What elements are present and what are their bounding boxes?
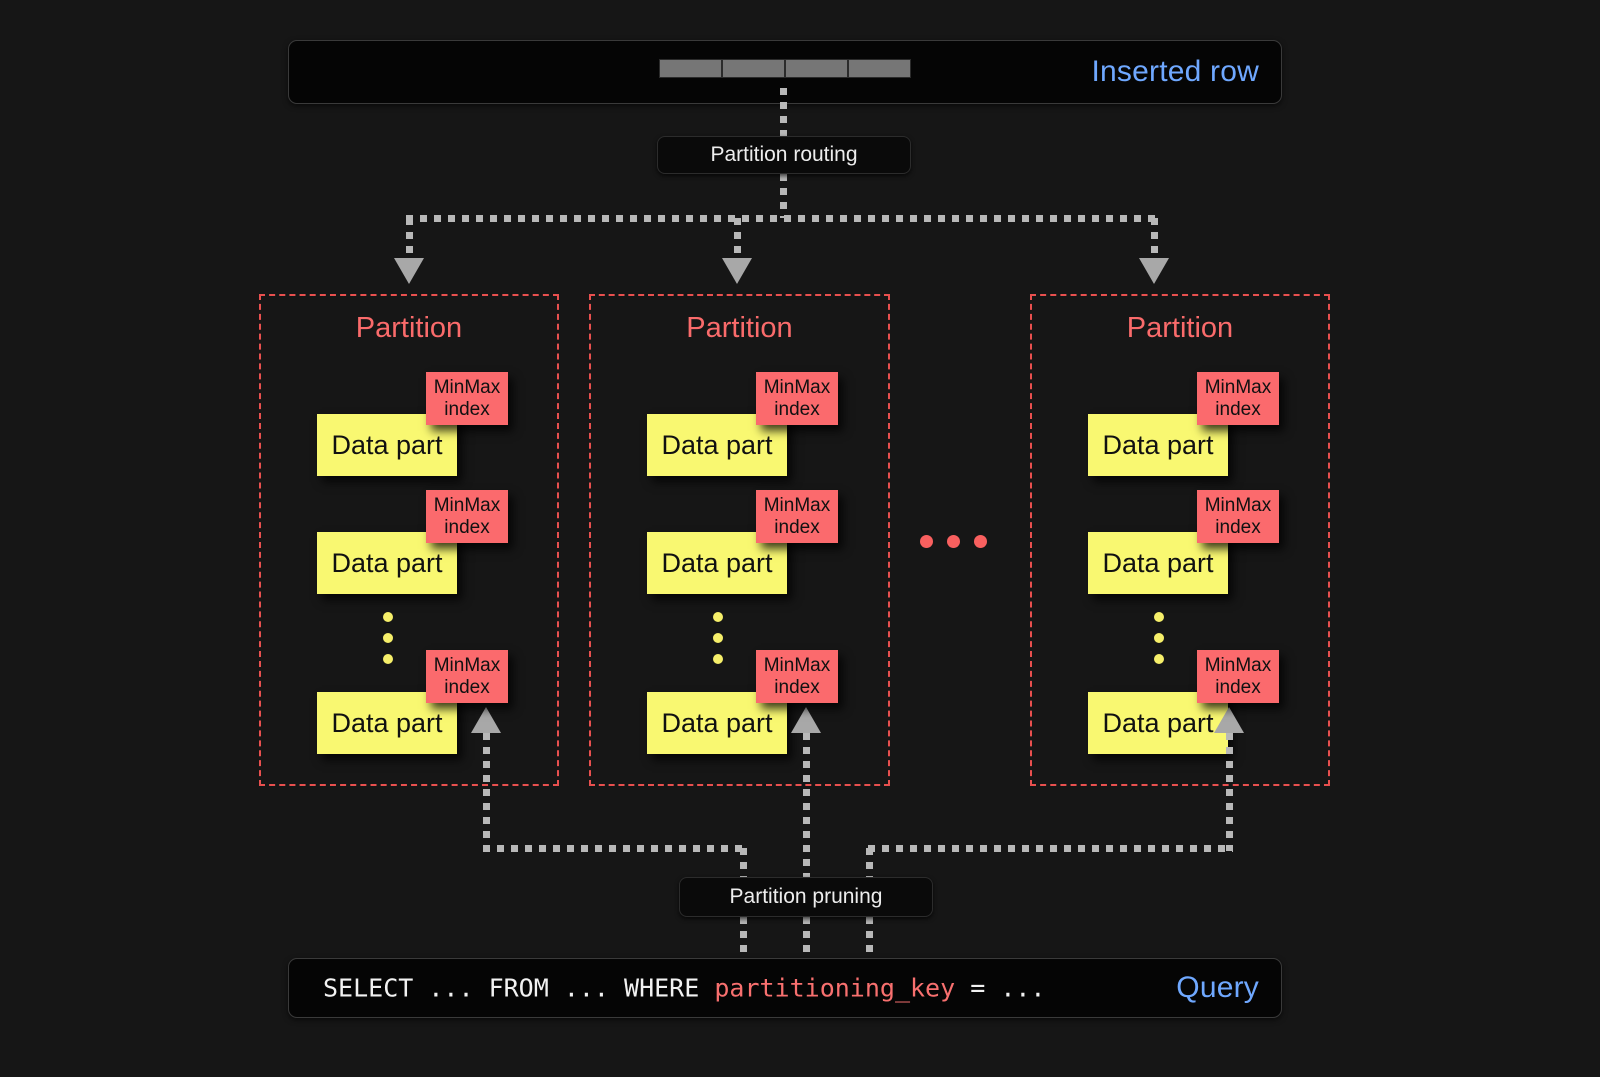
minmax-index-line2: index [444,676,490,698]
ellipsis-dot [383,633,393,643]
connector-bus-left-to-pruning [740,848,747,880]
connector-row-to-routing [780,88,787,138]
minmax-index-box: MinMax index [1197,372,1279,425]
connector-pruning-to-query-left [740,917,747,961]
partition-title: Partition [355,312,463,344]
connector-pruning-to-query-center [803,917,810,961]
minmax-index-line1: MinMax [763,654,831,676]
minmax-index-box: MinMax index [426,650,508,703]
minmax-index-box: MinMax index [756,372,838,425]
ellipsis-dot [713,633,723,643]
inserted-row-label: Inserted row [1091,55,1259,88]
minmax-index-box: MinMax index [426,490,508,543]
partition-routing-pill[interactable]: Partition routing [657,136,911,174]
ellipsis-dot [713,654,723,664]
connector-bus-to-data-part-3 [1226,733,1233,851]
ellipsis-dot [947,535,960,548]
minmax-index-line1: MinMax [433,654,501,676]
data-part-box: Data part [647,692,787,754]
arrow-into-data-part-3 [1214,707,1244,733]
inserted-row-cells [659,59,911,78]
arrow-into-data-part-1 [471,707,501,733]
data-part-vertical-ellipsis [713,612,723,675]
connector-bus-to-partition-3 [1151,218,1158,262]
data-part-vertical-ellipsis [1154,612,1164,675]
connector-routing-to-bus [780,174,787,218]
pruning-bus-left [483,845,747,852]
partition-pruning-label: Partition pruning [729,885,883,908]
ellipsis-dot [1154,654,1164,664]
minmax-index-line2: index [444,516,490,538]
data-part-box: Data part [1088,414,1228,476]
query-bar: SELECT ... FROM ... WHERE partitioning_k… [288,958,1282,1018]
connector-bus-to-partition-2 [734,218,741,262]
data-part-box: Data part [317,414,457,476]
minmax-index-line2: index [1215,398,1261,420]
minmax-index-line2: index [774,516,820,538]
row-cell [785,59,848,78]
partition-box-1[interactable]: Partition MinMax index Data part MinMax … [259,294,559,786]
arrow-into-partition-3 [1139,258,1169,284]
minmax-index-line2: index [774,676,820,698]
minmax-index-box: MinMax index [1197,490,1279,543]
minmax-index-box: MinMax index [426,372,508,425]
minmax-index-line1: MinMax [1204,376,1272,398]
query-partitioning-key: partitioning_key [714,973,956,1003]
minmax-index-line2: index [444,398,490,420]
data-part-box: Data part [1088,532,1228,594]
minmax-index-box: MinMax index [1197,650,1279,703]
ellipsis-dot [920,535,933,548]
row-cell [722,59,785,78]
ellipsis-dot [383,654,393,664]
partition-box-3[interactable]: Partition MinMax index Data part MinMax … [1030,294,1330,786]
connector-bus-to-data-part-1 [483,733,490,851]
arrow-into-partition-1 [394,258,424,284]
query-sql-text: SELECT ... FROM ... WHERE partitioning_k… [323,974,1045,1003]
partition-routing-label: Partition routing [710,143,858,166]
minmax-index-line1: MinMax [1204,494,1272,516]
partition-title: Partition [1126,312,1234,344]
ellipsis-dot [1154,612,1164,622]
ellipsis-dot [713,612,723,622]
minmax-index-line1: MinMax [763,376,831,398]
row-cell [659,59,722,78]
data-part-vertical-ellipsis [383,612,393,675]
query-label: Query [1176,971,1259,1004]
minmax-index-line2: index [774,398,820,420]
query-sql-prefix: SELECT ... FROM ... WHERE [323,973,715,1003]
minmax-index-box: MinMax index [756,650,838,703]
pruning-bus-right [868,845,1233,852]
query-sql-suffix: = ... [955,973,1046,1003]
partitions-horizontal-ellipsis [920,535,987,548]
arrow-into-partition-2 [722,258,752,284]
ellipsis-dot [1154,633,1164,643]
minmax-index-line1: MinMax [1204,654,1272,676]
ellipsis-dot [383,612,393,622]
partition-pruning-pill[interactable]: Partition pruning [679,877,933,917]
arrow-into-data-part-2 [791,707,821,733]
minmax-index-box: MinMax index [756,490,838,543]
minmax-index-line1: MinMax [763,494,831,516]
minmax-index-line1: MinMax [433,376,501,398]
connector-pruning-to-data-part-2 [803,733,810,881]
ellipsis-dot [974,535,987,548]
connector-bus-to-partition-1 [406,218,413,262]
minmax-index-line2: index [1215,516,1261,538]
partition-title: Partition [686,312,793,344]
partition-box-2[interactable]: Partition MinMax index Data part MinMax … [589,294,890,786]
minmax-index-line2: index [1215,676,1261,698]
row-cell [848,59,911,78]
connector-bus-right-to-pruning [866,848,873,880]
connector-pruning-to-query-right [866,917,873,961]
routing-bus [406,215,1158,222]
minmax-index-line1: MinMax [433,494,501,516]
